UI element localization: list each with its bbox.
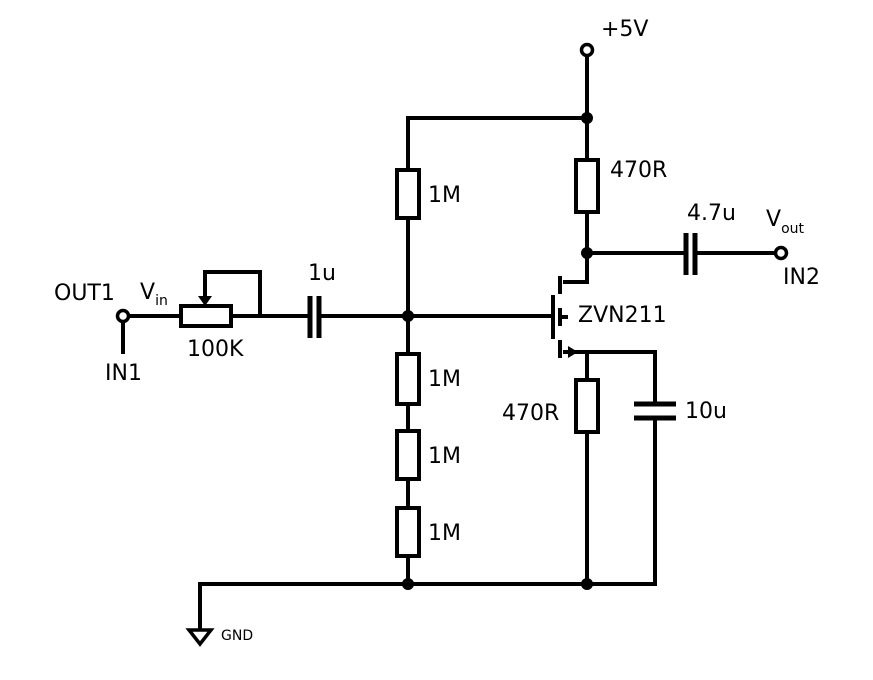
resistor-drain	[574, 158, 600, 214]
supply-label: +5V	[601, 17, 648, 42]
resistor-bias-1	[395, 352, 421, 406]
input-pin-label: IN1	[105, 361, 142, 386]
pot-wiper-arrow	[198, 296, 212, 306]
r-source-value-label: 470R	[502, 401, 559, 426]
resistor-bias-2	[395, 429, 421, 481]
cap-input-value-label: 1u	[308, 261, 336, 286]
output-pin-label: IN2	[783, 265, 820, 290]
terminal-input	[115, 308, 131, 324]
mosfet-label: ZVN211	[578, 303, 667, 328]
junction-ground-bias	[402, 578, 414, 590]
resistor-bias-3	[395, 506, 421, 558]
pot-value-label: 100K	[187, 337, 244, 362]
wire-pot-wiper	[203, 270, 262, 318]
junction-ground-source	[581, 578, 593, 590]
cap-source-value-label: 10u	[685, 399, 727, 424]
r-bias-2-value-label: 1M	[428, 444, 461, 469]
wire-source	[563, 350, 657, 404]
resistor-bias-top	[395, 168, 421, 220]
capacitor-output	[683, 233, 698, 275]
input-terminal-label: OUT1	[54, 281, 115, 306]
mosfet-source-arrow	[568, 346, 578, 358]
output-signal-label: Vout	[766, 207, 805, 237]
capacitor-source	[634, 401, 676, 421]
terminal-supply	[579, 42, 595, 58]
capacitor-input	[307, 296, 322, 338]
junction-drain	[581, 247, 593, 259]
wire-ground-rail	[198, 418, 657, 630]
potentiometer	[179, 304, 233, 328]
mosfet-zvn211	[551, 276, 578, 358]
r-bias-3-value-label: 1M	[428, 521, 461, 546]
junction-supply	[581, 112, 593, 124]
input-signal-label: Vin	[140, 280, 168, 309]
r-bias-top-value-label: 1M	[428, 183, 461, 208]
cap-output-value-label: 4.7u	[687, 201, 736, 226]
resistor-source	[574, 378, 600, 434]
ground-label: GND	[221, 628, 253, 644]
ground-icon	[185, 628, 215, 647]
junction-gate	[402, 310, 414, 322]
r-bias-1-value-label: 1M	[428, 367, 461, 392]
r-drain-value-label: 470R	[610, 158, 667, 183]
terminal-output	[773, 245, 789, 261]
